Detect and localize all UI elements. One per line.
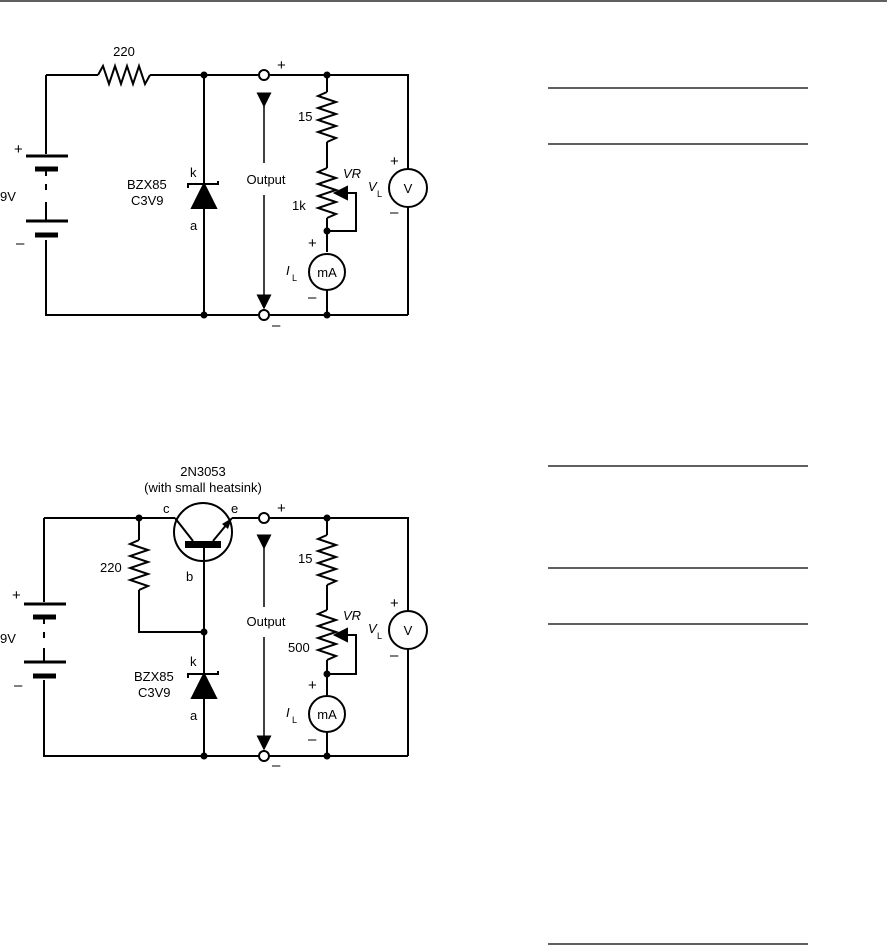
zener-anode-label: a (190, 218, 198, 233)
transistor-collector-label: c (163, 501, 170, 516)
junction-dot (323, 752, 331, 760)
output-terminal-plus (258, 512, 270, 524)
zener-anode-label: a (190, 708, 198, 723)
load-voltage-subscript: L (377, 189, 382, 199)
supply-voltage-label: 9V (0, 189, 16, 204)
series-resistor-symbol (97, 62, 151, 88)
resistor-15-symbol (314, 91, 340, 143)
ammeter-minus-sign: – (308, 731, 317, 748)
resistor-15-label: 15 (298, 109, 312, 124)
battery-minus-sign: – (16, 235, 25, 252)
battery-plus-sign: + (14, 141, 23, 158)
voltmeter-unit-label: V (404, 623, 413, 638)
zener-cathode-label: k (190, 654, 197, 669)
circuit-2-transistor-regulator (24, 502, 428, 762)
supply-voltage-label: 9V (0, 631, 16, 646)
wire (270, 517, 409, 756)
junction-dot (200, 71, 208, 79)
zener-part-label: BZX85 (127, 177, 167, 192)
load-current-label: I (286, 705, 290, 720)
wiper-wire (327, 634, 357, 675)
junction-dot (200, 752, 208, 760)
zener-part-label-2: C3V9 (138, 685, 171, 700)
voltmeter-unit-label: V (404, 181, 413, 196)
output-minus-sign: – (272, 757, 281, 774)
transistor-emitter-label: e (231, 501, 238, 516)
junction-dot (323, 514, 331, 522)
voltmeter-symbol (388, 168, 428, 208)
output-label: Output (246, 172, 285, 187)
battery-symbol (26, 154, 68, 238)
output-plus-sign: + (277, 500, 286, 517)
voltmeter-plus-sign: + (390, 153, 399, 170)
output-terminal-plus (258, 69, 270, 81)
battery-plus-sign: + (12, 587, 21, 604)
series-resistor-label: 220 (113, 44, 135, 59)
voltmeter-minus-sign: – (390, 204, 399, 221)
load-current-label: I (286, 263, 290, 278)
ammeter-unit-label: mA (317, 707, 337, 722)
junction-dot (200, 311, 208, 319)
load-voltage-subscript: L (377, 631, 382, 641)
resistor-15-symbol (314, 534, 340, 586)
output-label-bg (236, 167, 296, 191)
output-plus-sign: + (277, 57, 286, 74)
junction-dot (323, 311, 331, 319)
answer-lines (548, 87, 808, 945)
load-current-subscript: L (292, 715, 297, 725)
load-voltage-label: V (368, 621, 378, 636)
circuit-1-zener-regulator (26, 62, 428, 321)
zener-cathode-label: k (190, 165, 197, 180)
variable-resistor-value: 1k (292, 198, 306, 213)
wire (43, 680, 258, 757)
voltmeter-symbol (388, 610, 428, 650)
voltmeter-minus-sign: – (390, 647, 399, 664)
junction-dot (323, 227, 331, 235)
ammeter-plus-sign: + (308, 677, 317, 694)
variable-resistor-symbol (314, 609, 340, 661)
ammeter-unit-label: mA (317, 265, 337, 280)
output-terminal-minus (258, 750, 270, 762)
bias-resistor-label: 220 (100, 560, 122, 575)
output-terminal-minus (258, 309, 270, 321)
zener-diode-symbol (187, 181, 219, 209)
variable-resistor-label: VR (343, 608, 361, 623)
junction-dot (200, 628, 208, 636)
wiper-arrow (332, 627, 348, 643)
output-label-bg (236, 609, 296, 633)
junction-dot (323, 670, 331, 678)
zener-part-label-2: C3V9 (131, 193, 164, 208)
transistor-note-label: (with small heatsink) (144, 480, 262, 495)
ammeter-plus-sign: + (308, 235, 317, 252)
transistor-symbol (173, 502, 233, 562)
bias-resistor-symbol (126, 539, 152, 591)
wiper-wire (327, 192, 357, 232)
battery-minus-sign: – (14, 677, 23, 694)
battery-symbol (24, 602, 66, 679)
resistor-15-label: 15 (298, 551, 312, 566)
variable-resistor-label: VR (343, 166, 361, 181)
variable-resistor-symbol (314, 167, 340, 219)
load-current-subscript: L (292, 273, 297, 283)
output-minus-sign: – (272, 317, 281, 334)
load-voltage-label: V (368, 179, 378, 194)
zener-part-label: BZX85 (134, 669, 174, 684)
wire (45, 240, 258, 316)
zener-diode-symbol (187, 671, 219, 699)
output-label: Output (246, 614, 285, 629)
junction-dot (323, 71, 331, 79)
variable-resistor-value: 500 (288, 640, 310, 655)
wire (138, 590, 204, 633)
ammeter-minus-sign: – (308, 289, 317, 306)
transistor-base-label: b (186, 569, 193, 584)
junction-dot (135, 514, 143, 522)
wiper-arrow (332, 185, 348, 201)
voltmeter-plus-sign: + (390, 595, 399, 612)
transistor-part-label: 2N3053 (180, 464, 226, 479)
wire (270, 74, 409, 315)
